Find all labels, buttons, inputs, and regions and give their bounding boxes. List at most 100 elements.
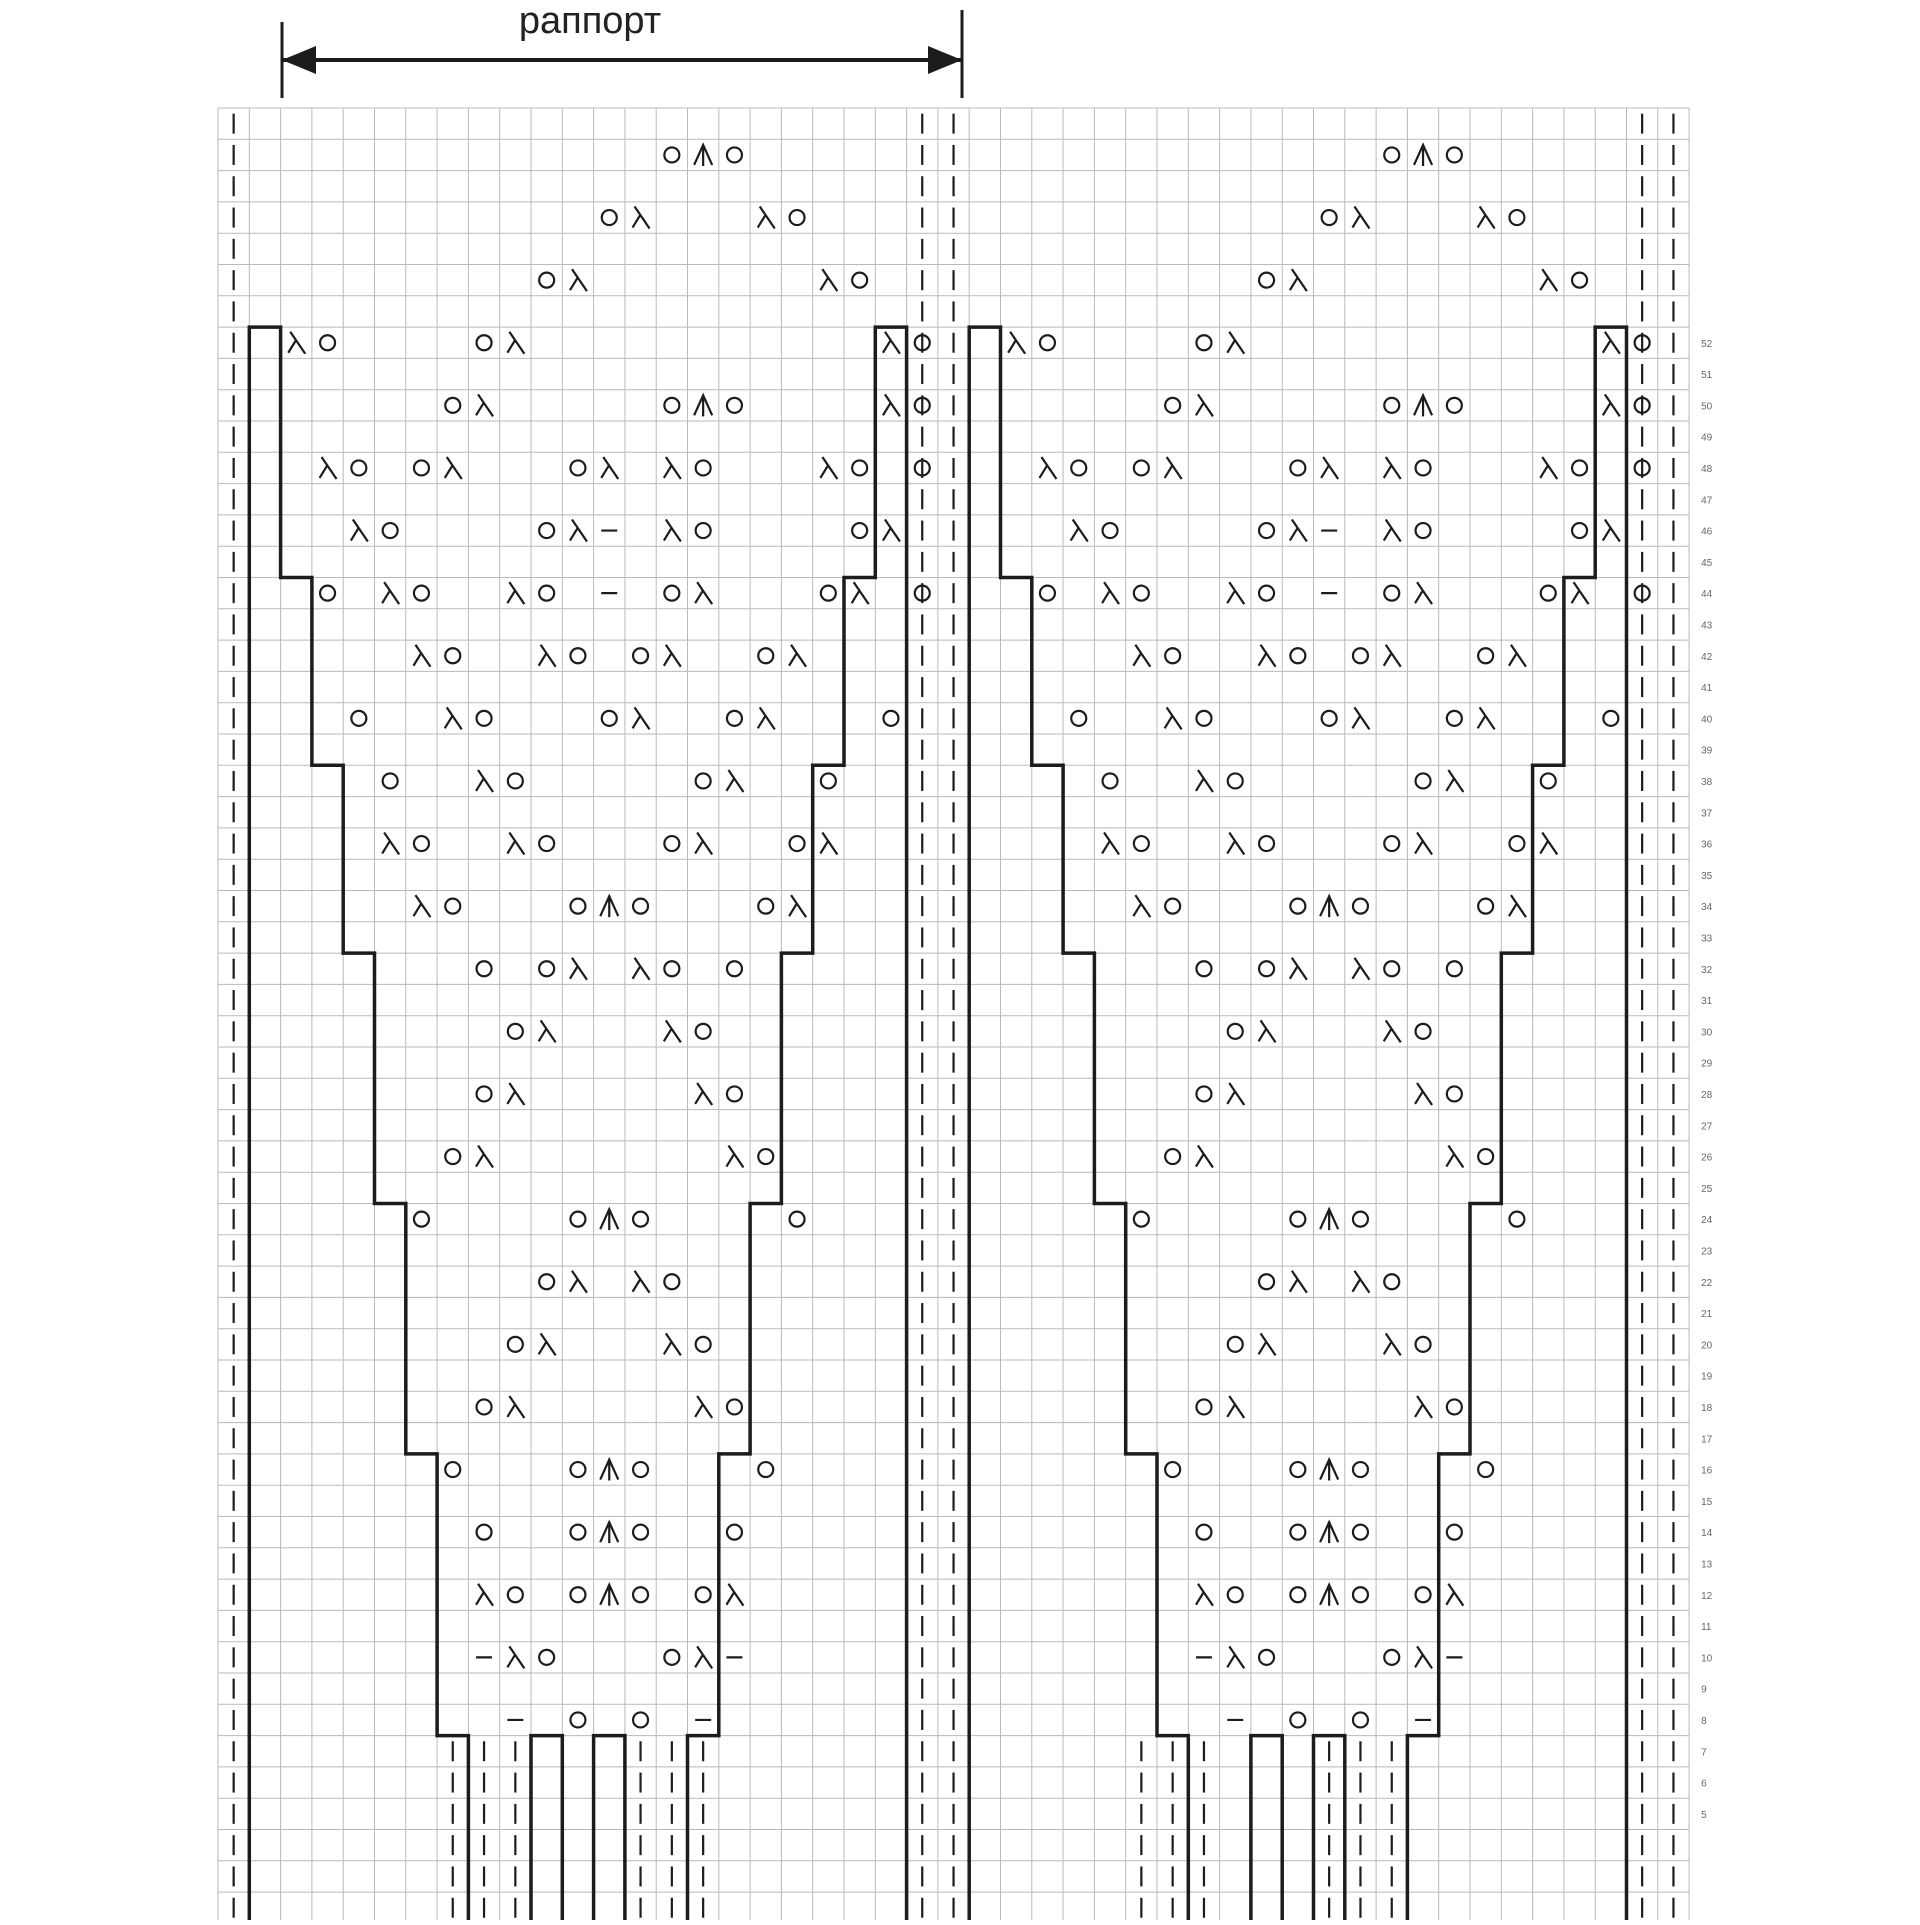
decrease-mark [1101,581,1120,605]
yarn-over-mark [1226,1022,1244,1040]
row-number: 20 [1701,1340,1713,1351]
yarn-over-mark [1477,647,1495,665]
yarn-over-mark [1038,584,1057,602]
yarn-over-mark [381,521,399,540]
yarn-over-mark [663,146,681,164]
yarn-over-mark [412,834,431,853]
yarn-over-mark [1414,459,1432,477]
yarn-over-mark [1477,897,1495,915]
yarn-over-mark [506,1586,524,1604]
yarn-over-mark [538,960,556,978]
yarn-over-mark [569,1586,587,1604]
yarn-over-mark [631,647,650,665]
decrease-mark [1320,456,1340,480]
decrease-mark [1508,894,1527,918]
decrease-mark [1132,894,1152,918]
decrease-mark [1288,268,1308,292]
yarn-over-mark [1633,396,1651,414]
decrease-mark [475,769,494,793]
row-number: 45 [1701,558,1713,569]
yarn-over-mark [1226,1335,1244,1353]
row-number: 24 [1701,1215,1713,1226]
row-number: 17 [1701,1434,1713,1445]
decrease-mark [1038,456,1058,480]
decrease-mark [1382,1019,1402,1043]
decrease-mark [1382,644,1402,668]
row-number: 27 [1701,1121,1713,1132]
decrease-mark [631,1270,651,1294]
decrease-mark [1601,518,1621,543]
decrease-mark [1508,644,1527,668]
decrease-mark [475,1583,494,1607]
yarn-over-mark [444,647,462,665]
yarn-over-mark [631,897,650,915]
decrease-mark [381,831,401,856]
yarn-over-mark [1414,1335,1432,1353]
decrease-mark [569,268,588,292]
row-number: 28 [1701,1090,1713,1101]
row-number: 47 [1701,495,1713,506]
double-decrease-mark [1413,392,1434,417]
yarn-over-mark [1445,146,1463,164]
yarn-over-mark [788,208,806,227]
yarn-over-mark [1070,459,1088,477]
yarn-over-mark [475,709,493,727]
decrease-mark [569,518,588,543]
yarn-over-mark [569,1460,587,1479]
decrease-mark [1257,644,1277,668]
row-number: 38 [1701,777,1713,788]
decrease-mark [349,518,369,543]
yarn-over-mark [1351,1210,1370,1228]
yarn-over-mark [1164,647,1182,665]
decrease-mark [537,1332,557,1356]
yarn-over-mark [631,1210,650,1228]
yarn-over-mark [1164,396,1182,414]
yarn-over-mark [631,1460,650,1479]
decrease-mark [1539,268,1559,292]
yarn-over-mark [1445,396,1463,414]
yarn-over-mark [663,960,681,978]
double-decrease-mark [599,1456,620,1481]
yarn-over-mark [1289,459,1307,477]
yarn-over-mark [444,1147,462,1166]
decrease-mark [1570,581,1590,605]
yarn-over-mark [725,1398,744,1416]
decrease-mark [725,1583,745,1607]
yarn-over-mark [1508,1210,1526,1228]
yarn-over-mark [882,709,900,727]
yarn-over-mark [1164,1147,1182,1166]
yarn-over-mark [1602,709,1620,727]
double-decrease-mark [1413,142,1434,166]
decrease-mark [506,581,526,605]
yarn-over-mark [913,584,931,602]
yarn-over-mark [412,1210,431,1228]
decrease-mark [412,894,432,918]
yarn-over-mark [1351,897,1370,915]
yarn-over-mark [538,1273,556,1291]
decrease-mark [662,518,682,543]
yarn-over-mark [1445,1085,1463,1103]
yarn-over-mark [538,271,556,289]
yarn-over-mark [694,1022,712,1040]
row-number: 16 [1701,1466,1713,1477]
decrease-mark [756,706,776,730]
yarn-over-mark [1320,709,1338,727]
decrease-mark [506,331,526,355]
row-number: 30 [1701,1027,1713,1038]
yarn-over-mark [1414,772,1432,790]
yarn-over-mark [1226,1586,1244,1604]
yarn-over-mark [350,459,368,477]
decrease-mark [1195,1144,1214,1169]
yarn-over-mark [538,521,556,540]
row-number: 40 [1701,714,1713,725]
yarn-over-mark [444,1460,462,1479]
decrease-mark [631,706,651,730]
yarn-over-mark [663,1273,681,1291]
yarn-over-mark [475,960,493,978]
decrease-mark [1351,957,1371,981]
yarn-over-mark [1414,1586,1432,1604]
yarn-over-mark [1101,772,1119,790]
row-number: 31 [1701,996,1713,1007]
panel-outline [685,325,909,1924]
row-number: 6 [1701,1779,1707,1790]
